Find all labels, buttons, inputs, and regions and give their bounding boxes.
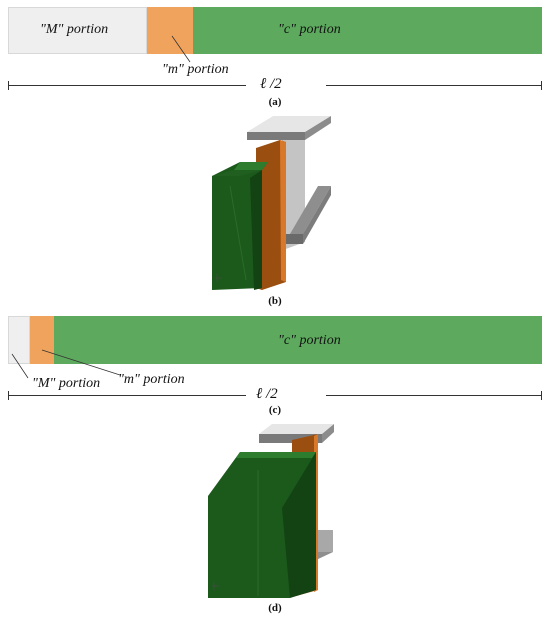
span-label: ℓ /2 [260, 76, 282, 92]
caption-b: (b) [268, 295, 282, 307]
caption-d: (d) [268, 602, 282, 614]
span-dimension-line-left [8, 85, 246, 86]
m-portion-label: "m" portion [118, 372, 185, 387]
caption-c: (c) [268, 404, 282, 416]
M-portion-segment [8, 316, 30, 364]
m-portion-segment [147, 7, 193, 54]
span-dimension-tick-left [8, 81, 9, 90]
span-dimension-tick-right [541, 81, 542, 90]
span-dimension-line-right [326, 85, 542, 86]
c-portion-segment [193, 7, 542, 54]
c-portion-segment [54, 316, 542, 364]
M-portion-segment [8, 7, 147, 54]
span-dimension-tick-left [8, 391, 9, 400]
M-portion-label: "M" portion [32, 376, 101, 391]
m-portion-segment [30, 316, 54, 364]
caption-a: (a) [268, 96, 282, 108]
span-dimension-line-right [326, 395, 542, 396]
span-dimension-line-left [8, 395, 246, 396]
span-label: ℓ /2 [256, 386, 278, 402]
c-portion-label: "c" portion [278, 333, 341, 348]
c-portion-label: "c" portion [278, 22, 341, 37]
M-portion-label: "M" portion [40, 22, 109, 37]
m-portion-label: "m" portion [162, 62, 229, 77]
span-dimension-tick-right [541, 391, 542, 400]
